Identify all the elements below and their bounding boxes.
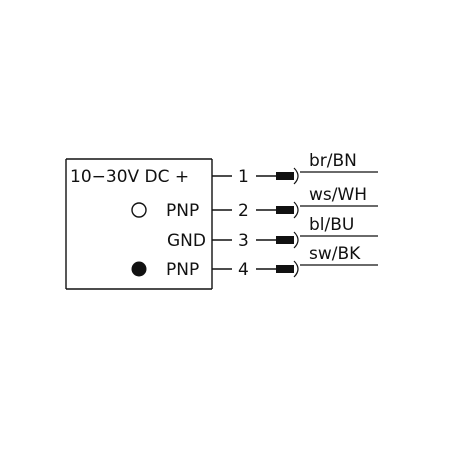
output-label: PNP (166, 260, 199, 280)
terminal-row-3: GND 3 bl/BU (167, 215, 378, 251)
terminal-row-2: PNP 2 ws/WH (131, 185, 378, 221)
pin-number: 3 (238, 231, 249, 251)
wire-bend-icon (293, 201, 299, 219)
wire-bend-icon (293, 167, 299, 185)
wire-bend-icon (293, 260, 299, 278)
pin-number: 2 (238, 201, 249, 221)
connector-icon (276, 236, 294, 244)
terminal-row-4: PNP 4 sw/BK (131, 244, 378, 280)
wire-color-label: bl/BU (309, 215, 354, 235)
filled-circle-icon (131, 261, 147, 277)
connector-icon (276, 206, 294, 214)
open-circle-icon (131, 202, 147, 218)
pin-number: 4 (238, 260, 249, 280)
pin-number: 1 (238, 167, 249, 187)
wire-color-label: sw/BK (309, 244, 361, 264)
output-label: PNP (166, 201, 199, 221)
wire-color-label: br/BN (309, 151, 357, 171)
supply-label: 10−30V DC + (70, 167, 189, 187)
wire-color-label: ws/WH (309, 185, 367, 205)
terminal-row-1: 10−30V DC + 1 br/BN (70, 151, 378, 187)
sensor-housing (65, 158, 213, 290)
ground-label: GND (167, 231, 206, 251)
connector-icon (276, 172, 294, 180)
connector-icon (276, 265, 294, 273)
wire-bend-icon (293, 231, 299, 249)
